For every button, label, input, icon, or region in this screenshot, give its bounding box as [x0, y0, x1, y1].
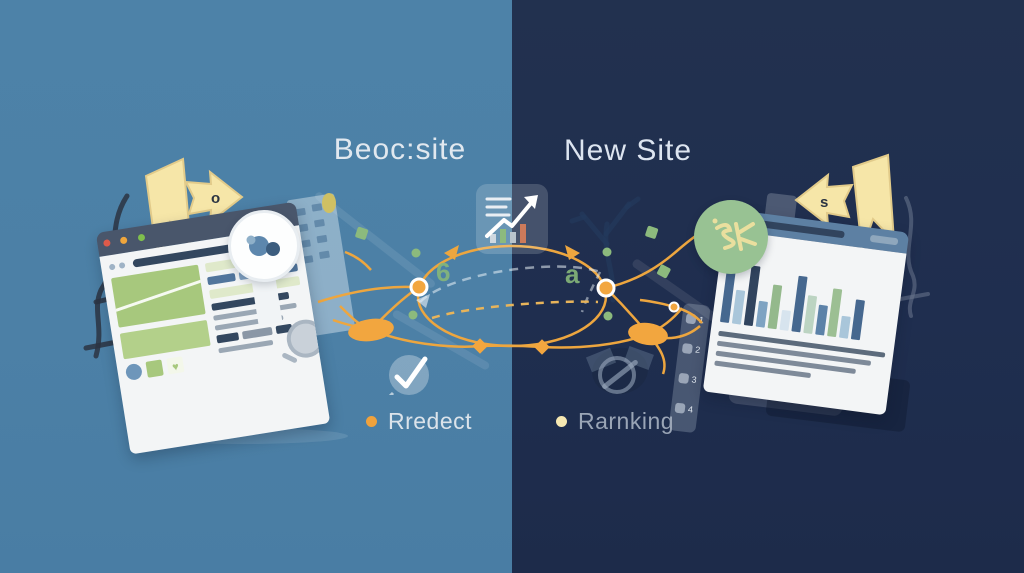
- minimize-dot-icon: [120, 236, 129, 245]
- new-site-title: New Site: [563, 134, 693, 167]
- forward-arrow-letter: o: [211, 190, 220, 207]
- back-arrow-icon: s: [794, 172, 854, 228]
- orbit-arrowheads: [444, 245, 580, 260]
- no-symbol-icon: [598, 356, 636, 394]
- dashed-orbit: [416, 265, 602, 320]
- maximize-dot-icon: [137, 233, 146, 242]
- back-arrow-letter: s: [820, 194, 828, 211]
- orbit-nodes: [348, 277, 680, 355]
- ranking-dot-icon: [556, 416, 567, 427]
- leaf-glyph-icon: [712, 218, 757, 251]
- green-accents: [322, 193, 671, 321]
- avatar: [124, 362, 144, 382]
- menu-pill: [869, 234, 899, 246]
- close-dot-icon: [102, 239, 111, 248]
- legend-ranking: Rarnking: [556, 408, 674, 435]
- analytics-chart-icon: [476, 184, 548, 254]
- leaf-badge: [694, 200, 768, 274]
- orbit-left-letter: 6: [436, 257, 450, 287]
- check-circle-icon: [385, 355, 429, 401]
- redirect-dot-icon: [366, 416, 377, 427]
- legend-redirect: Rredect: [366, 408, 472, 435]
- orbit-right-letter: a: [565, 259, 580, 289]
- old-site-title: Beoc:site: [333, 133, 467, 166]
- redirect-label: Rredect: [388, 408, 473, 434]
- cluster-badge: [228, 210, 300, 282]
- thumbnail: [145, 359, 164, 378]
- cluster-dots-icon: [246, 235, 280, 256]
- favorite-icon: [166, 356, 185, 375]
- ranking-label: Rarnking: [578, 408, 675, 434]
- hero-image-block: [110, 264, 206, 328]
